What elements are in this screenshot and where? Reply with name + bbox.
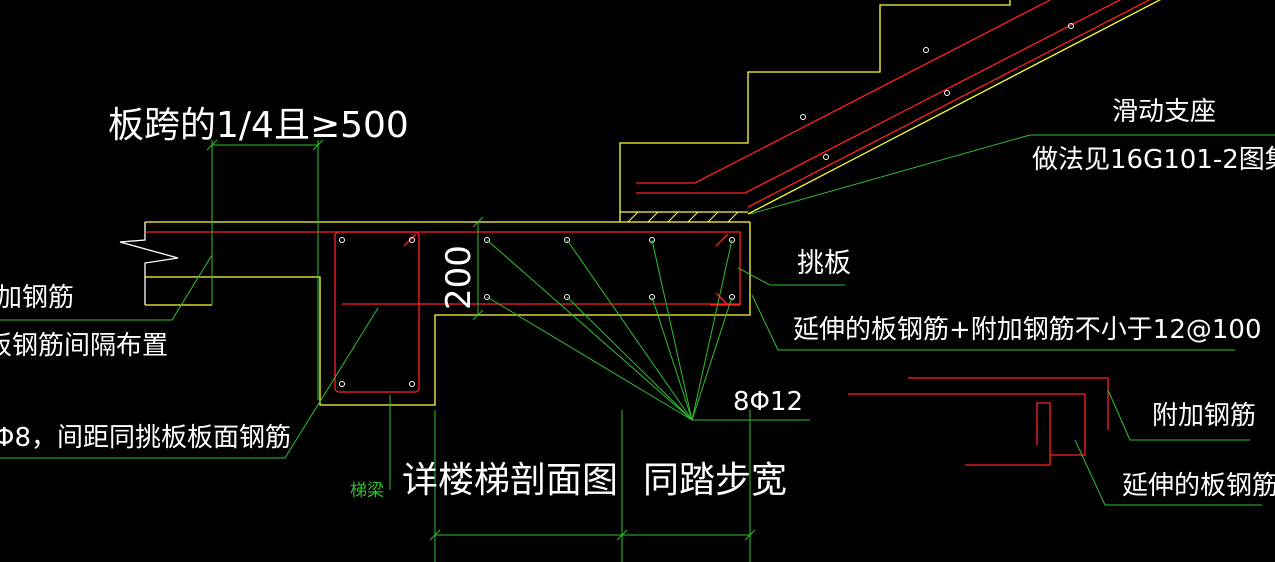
span-note-label: 板跨的1/4且≥500 bbox=[108, 105, 409, 146]
legend-rebar bbox=[848, 377, 1109, 466]
bars-count-label: 8Φ12 bbox=[733, 387, 803, 417]
sliding-support-pad bbox=[627, 211, 739, 223]
stair-rebar bbox=[636, 0, 1151, 208]
legend-additional-rebar-label: 附加钢筋 bbox=[1152, 401, 1256, 431]
method-reference-label: 做法见16G101-2图集 bbox=[1032, 145, 1275, 175]
stair-beam-label: 梯梁 bbox=[350, 481, 384, 501]
extended-rebar-note: 延伸的板钢筋+附加钢筋不小于12@100 bbox=[793, 315, 1262, 345]
tread-width-label: 同踏步宽 bbox=[643, 460, 787, 501]
stair-section-reference: 详楼梯剖面图 bbox=[402, 460, 618, 501]
cantilever-slab-label: 挑板 bbox=[797, 248, 851, 279]
left-interval-rebar-label: 板钢筋间隔布置 bbox=[0, 331, 168, 361]
leader-lines bbox=[0, 134, 1275, 562]
slab-thickness-label: 200 bbox=[439, 245, 479, 310]
stirrup-note-label: Φ8，间距同挑板板面钢筋 bbox=[0, 423, 291, 453]
break-line bbox=[119, 222, 179, 305]
stair-rebar-dots bbox=[800, 23, 1074, 160]
left-additional-rebar-label: 加钢筋 bbox=[0, 283, 74, 313]
legend-extended-rebar-label: 延伸的板钢筋 bbox=[1122, 471, 1275, 501]
beam-slab-outline bbox=[145, 222, 751, 406]
sliding-support-label: 滑动支座 bbox=[1112, 97, 1216, 127]
slab-rebar-dots bbox=[339, 237, 735, 387]
stair-outline bbox=[145, 0, 1162, 223]
